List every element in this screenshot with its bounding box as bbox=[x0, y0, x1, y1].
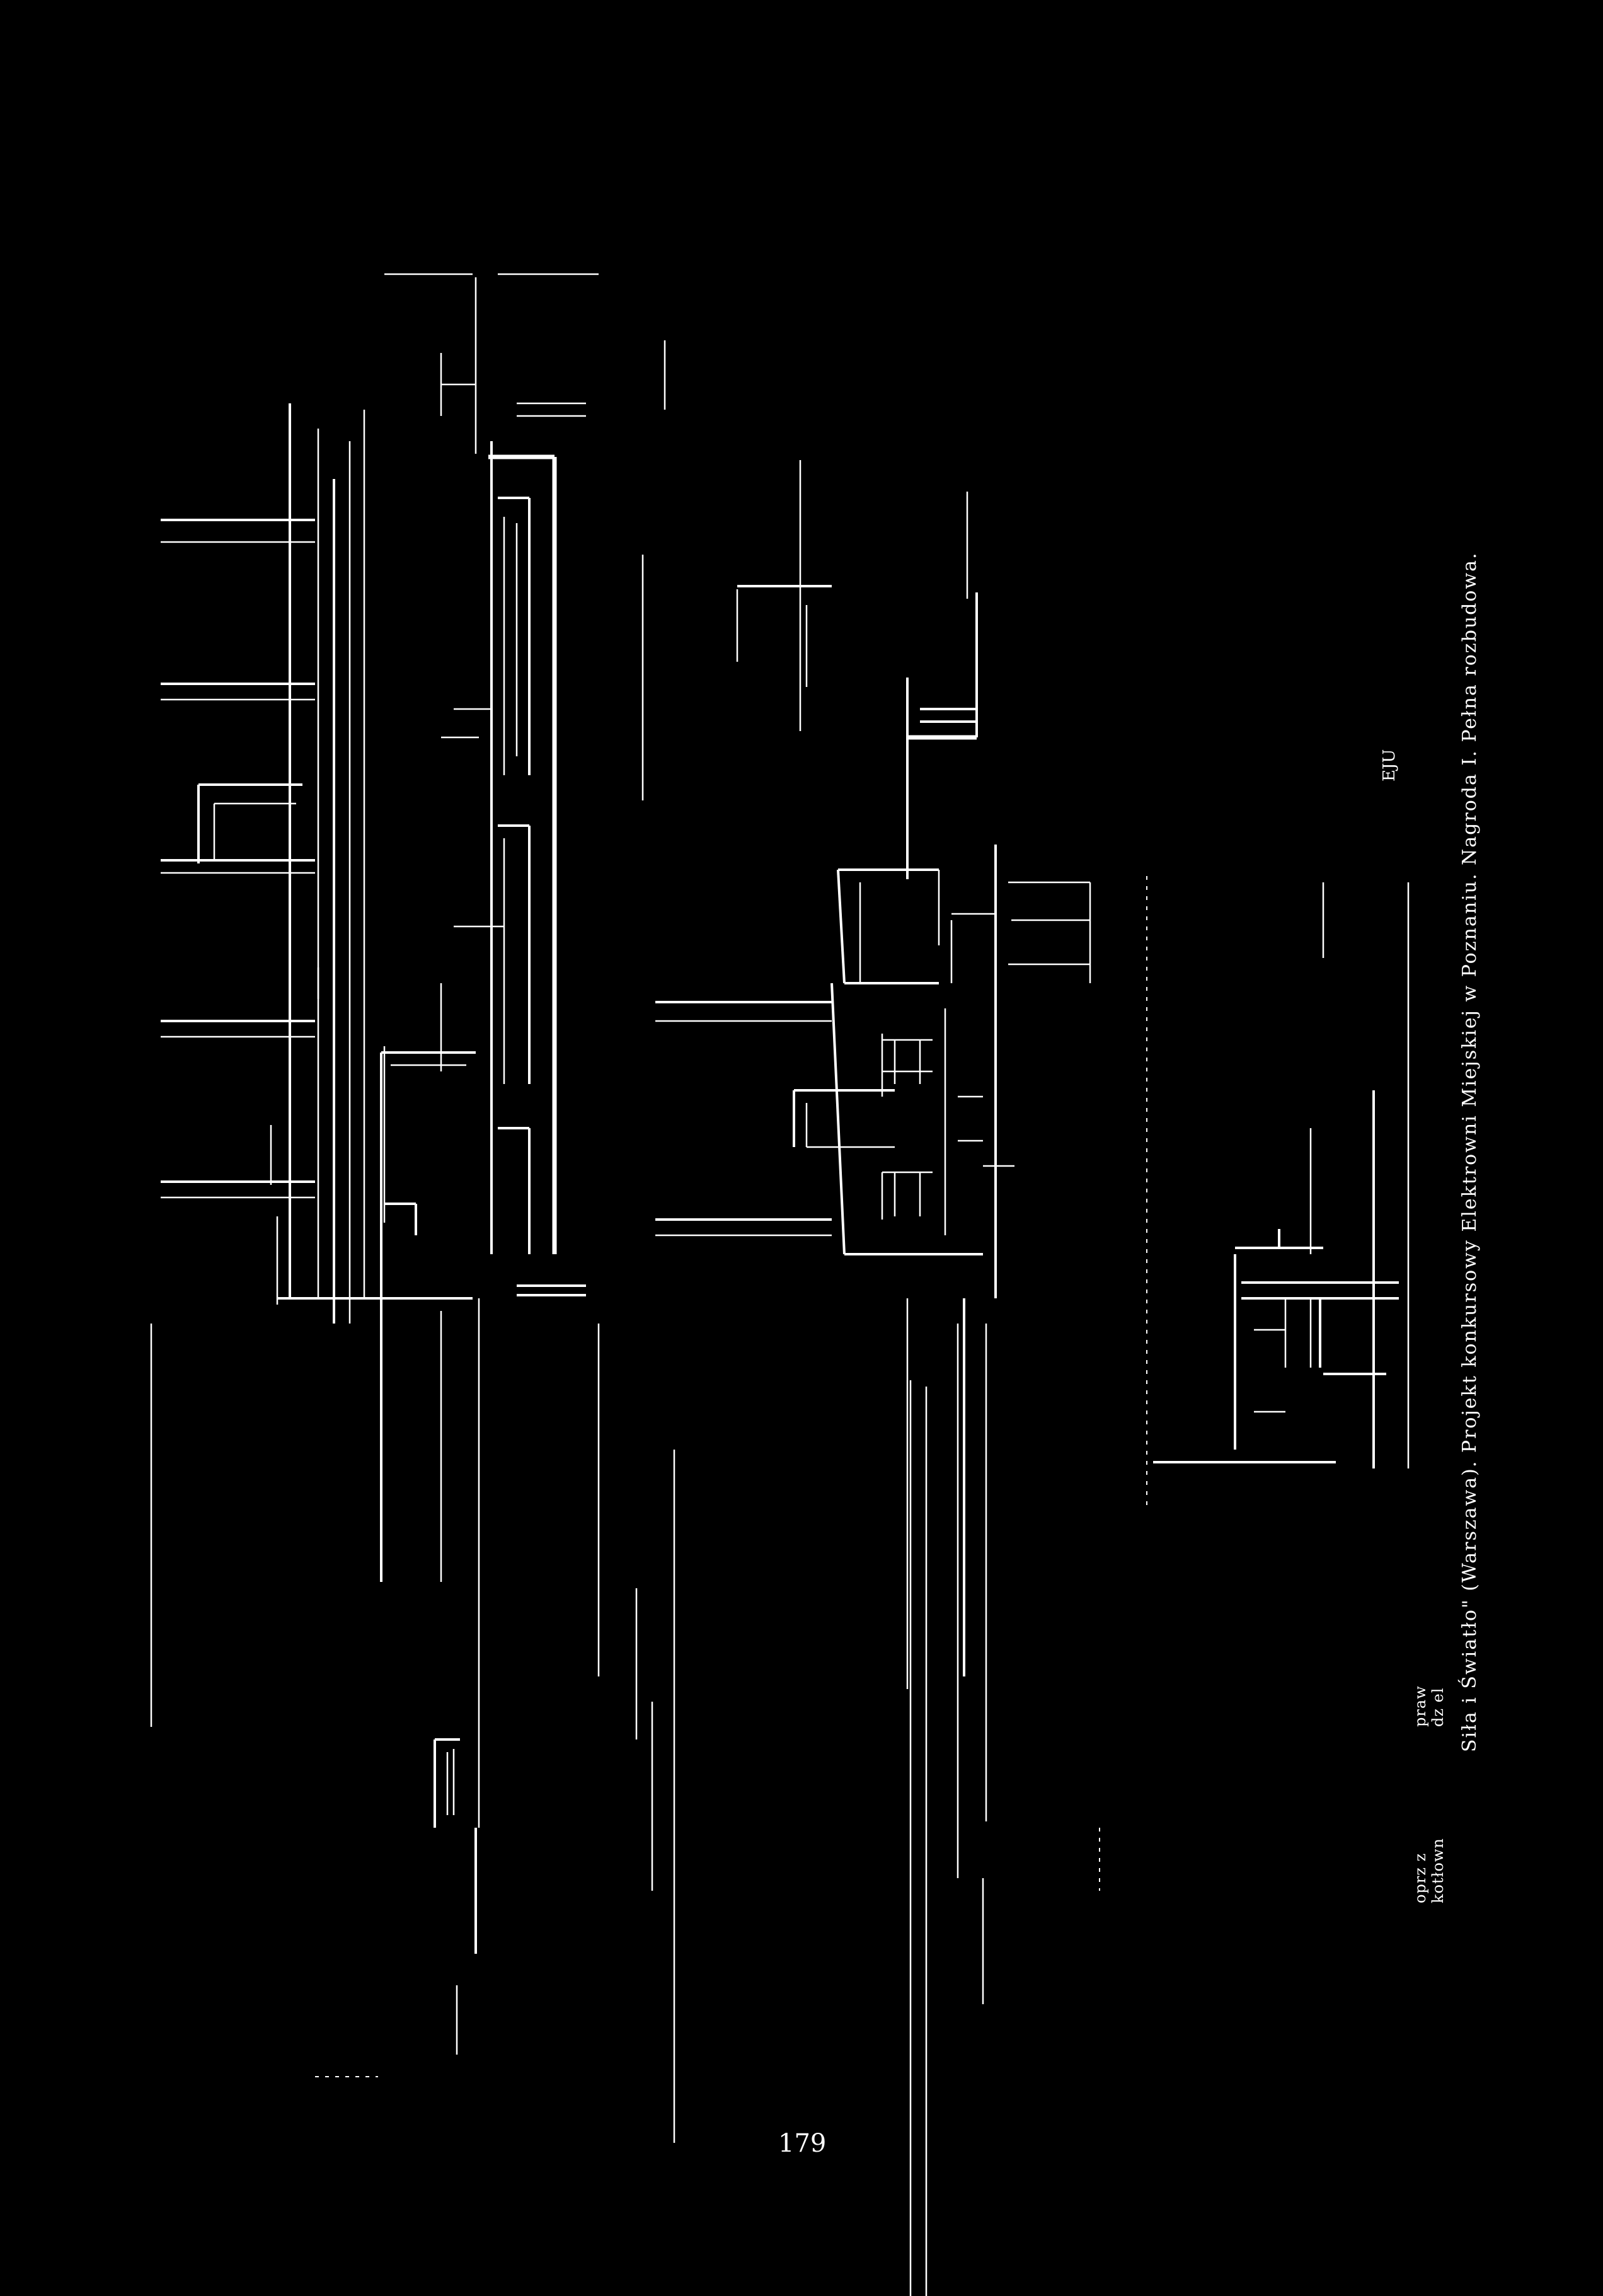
plan-label-administration-line1: praw bbox=[1411, 1685, 1429, 1727]
page-number: 179 bbox=[778, 2129, 827, 2158]
plan-label-kotlownia-line1: oprz z bbox=[1411, 1852, 1429, 1903]
plan-label-eju: EJU bbox=[1380, 749, 1399, 782]
figure-caption: Siła i Światło" (Warszawa). Projekt konk… bbox=[1459, 551, 1481, 1752]
plan-label-administration-line2: dz el bbox=[1429, 1687, 1447, 1727]
plan-label-kotlownia-line2: kotłown bbox=[1429, 1838, 1447, 1903]
